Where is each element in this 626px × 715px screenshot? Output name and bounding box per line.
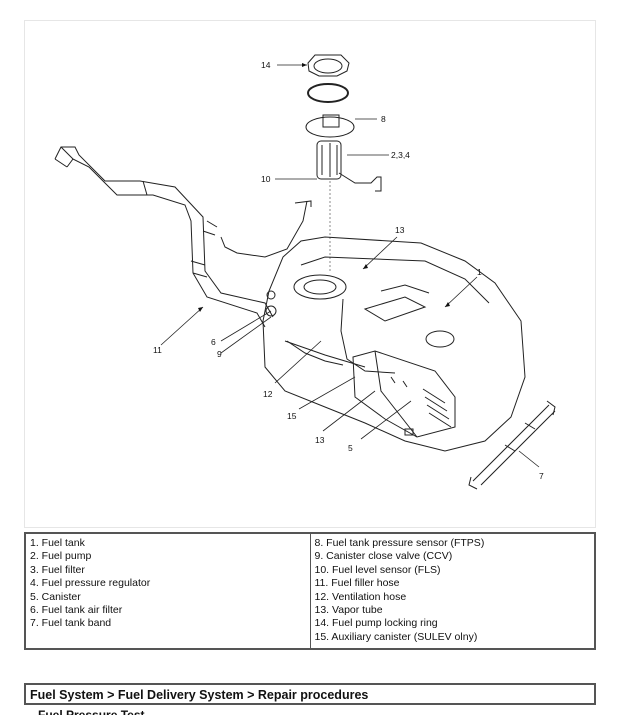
legend-item: 4. Fuel pressure regulator	[30, 577, 151, 590]
o-ring-part	[307, 83, 349, 103]
legend-item: 9. Canister close valve (CCV)	[314, 550, 453, 563]
legend-item: 5. Canister	[30, 590, 81, 603]
callout-12: 12	[263, 389, 273, 399]
exploded-diagram: 14 8 2,3,4 10 13 1 11 6 9 12 15 13 5 7	[24, 20, 596, 528]
callout-7: 7	[539, 471, 544, 481]
legend-item: 14. Fuel pump locking ring	[314, 617, 438, 630]
legend-item: 6. Fuel tank air filter	[30, 604, 123, 617]
callout-13-bottom: 13	[315, 435, 325, 445]
callout-5: 5	[348, 443, 353, 453]
callout-8: 8	[381, 114, 386, 124]
legend-item: 8. Fuel tank pressure sensor (FTPS)	[314, 537, 485, 549]
pump-flange-part	[305, 116, 355, 138]
callout-2-3-4: 2,3,4	[391, 150, 410, 160]
tank-band-part	[472, 404, 556, 486]
legend-item: 12. Ventilation hose	[314, 590, 407, 603]
legend-item: 11. Fuel filler hose	[314, 577, 400, 590]
callout-9: 9	[217, 349, 222, 359]
legend-left-column: 1. Fuel tank 2. Fuel pump 3. Fuel filter…	[26, 534, 310, 648]
callout-1: 1	[477, 267, 482, 277]
fuel-system-drawing: 14 8 2,3,4 10 13 1 11 6 9 12 15 13 5 7	[54, 54, 556, 490]
legend-right-column: 8. Fuel tank pressure sensor (FTPS) 9. C…	[309, 534, 595, 648]
filler-hose-part	[54, 146, 274, 318]
pump-module-part	[316, 140, 342, 180]
legend-item: 2. Fuel pump	[30, 550, 92, 563]
callout-13-top: 13	[395, 225, 405, 235]
canister-part	[352, 350, 456, 438]
callout-10: 10	[261, 174, 271, 184]
legend-item: 13. Vapor tube	[314, 604, 383, 617]
parts-legend-table: 1. Fuel tank 2. Fuel pump 3. Fuel filter…	[24, 532, 596, 650]
next-section-heading: Fuel Pressure Test	[38, 708, 145, 715]
callout-6: 6	[211, 337, 216, 347]
breadcrumb: Fuel System > Fuel Delivery System > Rep…	[24, 683, 596, 705]
legend-item: 1. Fuel tank	[30, 537, 85, 549]
callout-11: 11	[153, 345, 162, 355]
locking-ring-part	[307, 54, 350, 77]
legend-item: 10. Fuel level sensor (FLS)	[314, 563, 441, 576]
callout-15: 15	[287, 411, 297, 421]
legend-item: 7. Fuel tank band	[30, 617, 112, 630]
fuel-tank-part	[262, 236, 526, 452]
callout-14: 14	[261, 60, 271, 70]
legend-item: 3. Fuel filter	[30, 563, 85, 576]
legend-item: 15. Auxiliary canister (SULEV olny)	[314, 630, 478, 643]
